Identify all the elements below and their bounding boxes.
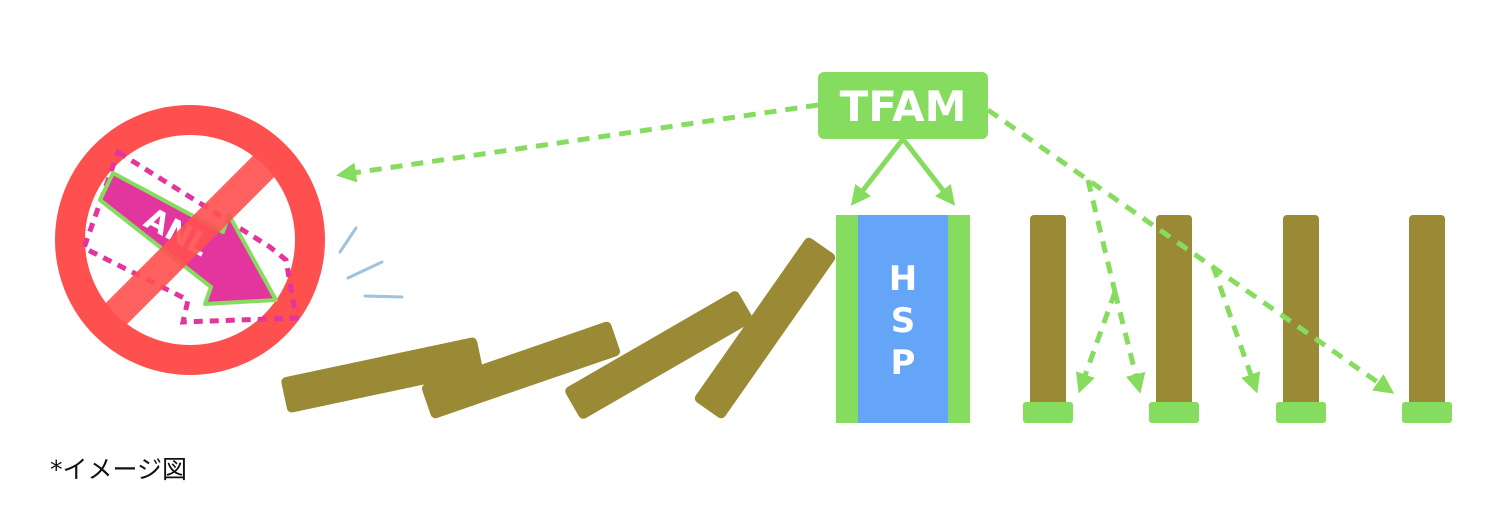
arrow-tfam-to-hsp-left: [850, 137, 905, 206]
hsp-inner: [858, 215, 948, 423]
dashed-arrows: [336, 102, 1395, 394]
arrow-branch-a-left: [1075, 291, 1118, 394]
caption-image-note: *イメージ図: [50, 455, 188, 484]
standing-domino-4: [1409, 215, 1445, 410]
tfam-box: TFAM: [818, 72, 988, 139]
tfam-background: [818, 72, 988, 139]
fallen-domino-3: [565, 291, 753, 419]
impact-lines: [338, 226, 404, 299]
fallen-domino-2: [421, 321, 621, 419]
standing-dominoes: [1023, 215, 1452, 423]
anl-prohibited: ANL: [55, 105, 325, 375]
domino-base-1: [1023, 402, 1073, 423]
impact-line-1: [338, 226, 358, 254]
hsp-block: H S P: [836, 215, 970, 423]
tfam-label: TFAM: [840, 82, 967, 131]
hsp-letter-p: P: [891, 343, 916, 383]
solid-arrows: [850, 137, 956, 206]
impact-line-2: [346, 260, 384, 280]
domino-base-4: [1402, 402, 1452, 423]
standing-domino-2: [1156, 215, 1192, 410]
fallen-domino-1: [281, 337, 483, 413]
no-entry-sign-icon: [55, 105, 325, 375]
hsp-letter-h: H: [889, 259, 917, 299]
anl-arrow-outline: [80, 148, 299, 325]
fallen-dominoes: [281, 237, 836, 419]
standing-domino-1: [1030, 215, 1066, 410]
domino-base-2: [1149, 402, 1199, 423]
domino-base-3: [1276, 402, 1326, 423]
standing-domino-3: [1283, 215, 1319, 410]
arrow-branch-a-right: [1112, 291, 1146, 394]
no-entry-slash: [99, 149, 281, 331]
arrow-tfam-to-anl: [336, 102, 819, 183]
arrow-tfam-to-far-domino: [986, 107, 1395, 394]
impact-line-3: [363, 294, 404, 299]
arrow-tfam-to-hsp-right: [901, 137, 956, 206]
fallen-domino-4: [694, 237, 836, 419]
hsp-letter-s: S: [891, 301, 916, 341]
